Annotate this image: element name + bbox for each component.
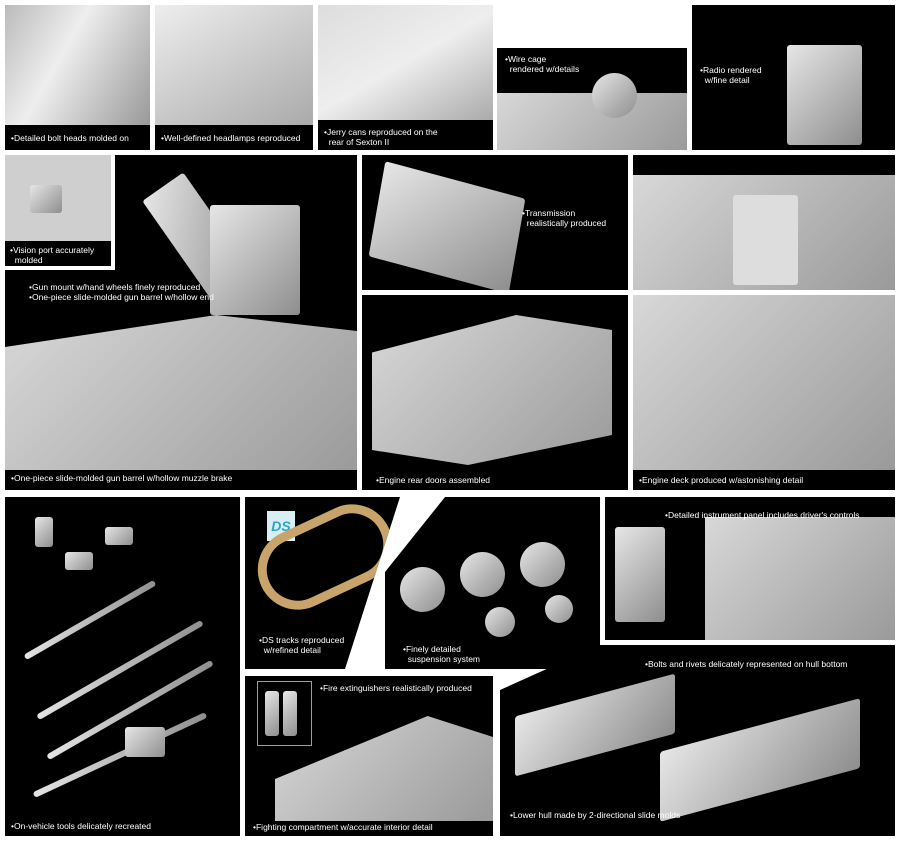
caption: Finely detailed suspension system — [403, 644, 480, 664]
caption: Vision port accurately molded — [10, 245, 94, 265]
caption: Fighting compartment w/accurate interior… — [253, 822, 433, 832]
panel-vision-port: Vision port accurately molded — [5, 155, 115, 270]
jerry-cans-image — [318, 5, 493, 120]
caption: On-vehicle tools delicately recreated — [11, 821, 151, 831]
engine-deck-image — [633, 295, 895, 470]
caption: Well-defined headlamps reproduced — [161, 133, 300, 143]
panel-headlamps: Well-defined headlamps reproduced — [155, 5, 313, 150]
hull-bottom-image — [660, 698, 860, 822]
tool-image — [105, 527, 133, 545]
wire-cage-image — [497, 93, 687, 150]
tool-image — [35, 517, 53, 547]
panel-lower-hull: Bolts and rivets delicately represented … — [500, 645, 895, 836]
caption: One-piece slide-molded gun barrel w/holl… — [29, 292, 214, 302]
headlamps-image — [155, 5, 313, 125]
tool-image — [23, 579, 157, 661]
road-wheel-image — [400, 567, 445, 612]
panel-suspension: Finely detailed suspension system — [385, 497, 600, 669]
panel-tools: On-vehicle tools delicately recreated — [5, 497, 240, 836]
idler-wheel-image — [545, 595, 573, 623]
caption: One-piece slide-molded gun barrel w/holl… — [5, 470, 357, 486]
panel-engine-rear: Engine rear doors assembled — [362, 295, 628, 490]
caption: Transmission realistically produced — [522, 208, 606, 228]
fire-extinguisher-image — [265, 691, 279, 736]
shovel-image — [125, 727, 165, 757]
sprocket-image — [485, 607, 515, 637]
inset-frame — [257, 681, 312, 746]
panel-engine-deck: Engine deck produced w/astonishing detai… — [633, 295, 895, 490]
tool-image — [32, 712, 208, 798]
panel-jerry-cans: Jerry cans reproduced on the rear of Sex… — [318, 5, 493, 150]
road-wheel-image — [520, 542, 565, 587]
cable-reel-image — [592, 73, 637, 118]
bolt-heads-image — [5, 5, 150, 125]
caption: Wire cage rendered w/details — [505, 54, 579, 74]
instrument-panel-image — [705, 517, 895, 640]
caption: Detailed bolt heads molded on — [11, 133, 129, 143]
installed-radio-image — [733, 195, 798, 285]
radio-image — [787, 45, 862, 145]
caption: Engine deck produced w/astonishing detai… — [639, 475, 803, 485]
caption: Lower hull made by 2-directional slide m… — [510, 810, 680, 820]
panel-wire-cage: Wire cage rendered w/details — [497, 48, 687, 150]
panel-radio-installed — [633, 155, 895, 290]
vision-port-image — [30, 185, 62, 213]
fire-extinguisher-image — [283, 691, 297, 736]
caption: Jerry cans reproduced on the rear of Sex… — [324, 127, 438, 147]
caption: Engine rear doors assembled — [376, 475, 490, 485]
transmission-image — [368, 161, 526, 290]
gun-hull-image — [5, 315, 357, 475]
driver-seat-image — [615, 527, 665, 622]
panel-instrument: Detailed instrument panel includes drive… — [605, 497, 895, 640]
panel-radio: Radio rendered w/fine detail — [692, 5, 895, 150]
caption: Fire extinguishers realistically produce… — [320, 683, 472, 693]
ds-logo: DS — [267, 511, 295, 541]
tool-image — [65, 552, 93, 570]
caption: Radio rendered w/fine detail — [700, 65, 762, 85]
caption: Gun mount w/hand wheels finely reproduce… — [29, 282, 214, 292]
caption: Detailed instrument panel includes drive… — [665, 510, 860, 520]
lower-hull-image — [515, 673, 675, 777]
caption: Bolts and rivets delicately represented … — [645, 659, 847, 669]
panel-transmission: Transmission realistically produced — [362, 155, 628, 290]
panel-fire-extinguishers: Fire extinguishers realistically produce… — [245, 676, 493, 836]
gun-mount-image — [210, 205, 300, 315]
road-wheel-image — [460, 552, 505, 597]
engine-rear-image — [372, 315, 612, 465]
panel-bolt-heads: Detailed bolt heads molded on — [5, 5, 150, 150]
caption: DS tracks reproduced w/refined detail — [259, 635, 344, 655]
